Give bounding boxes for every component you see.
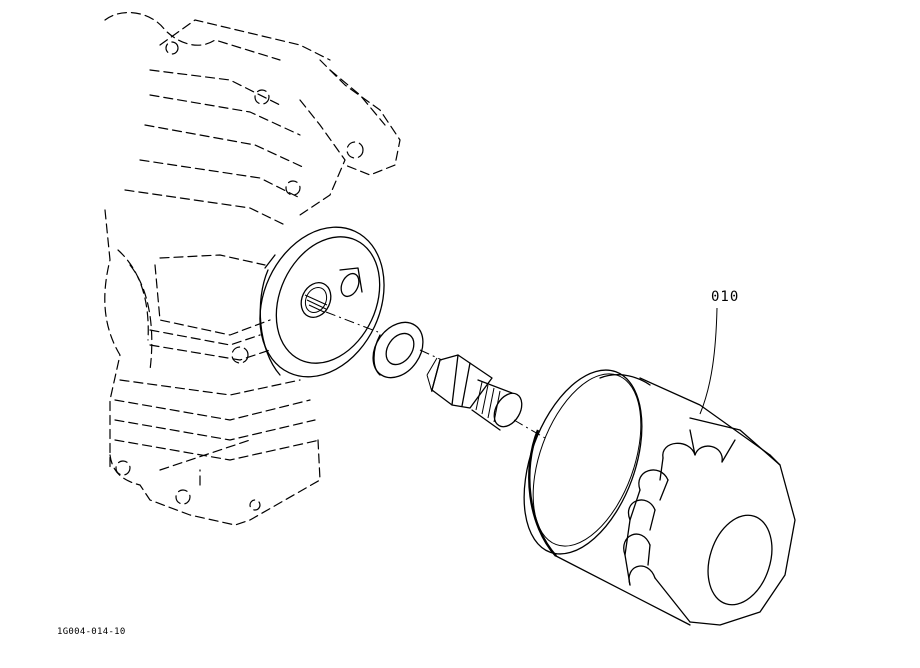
assembly-center-line: [325, 311, 546, 439]
oil-filter-cartridge: [523, 369, 796, 626]
engine-block-outline: [104, 12, 401, 526]
part-number-callout: 010: [711, 289, 740, 305]
callout-leader-line: [699, 307, 718, 415]
drawing-code: 1G004-014-10: [57, 627, 126, 637]
o-ring-gasket: [372, 321, 424, 379]
threaded-adapter: [426, 354, 523, 431]
filter-mount-flange: [259, 226, 385, 378]
